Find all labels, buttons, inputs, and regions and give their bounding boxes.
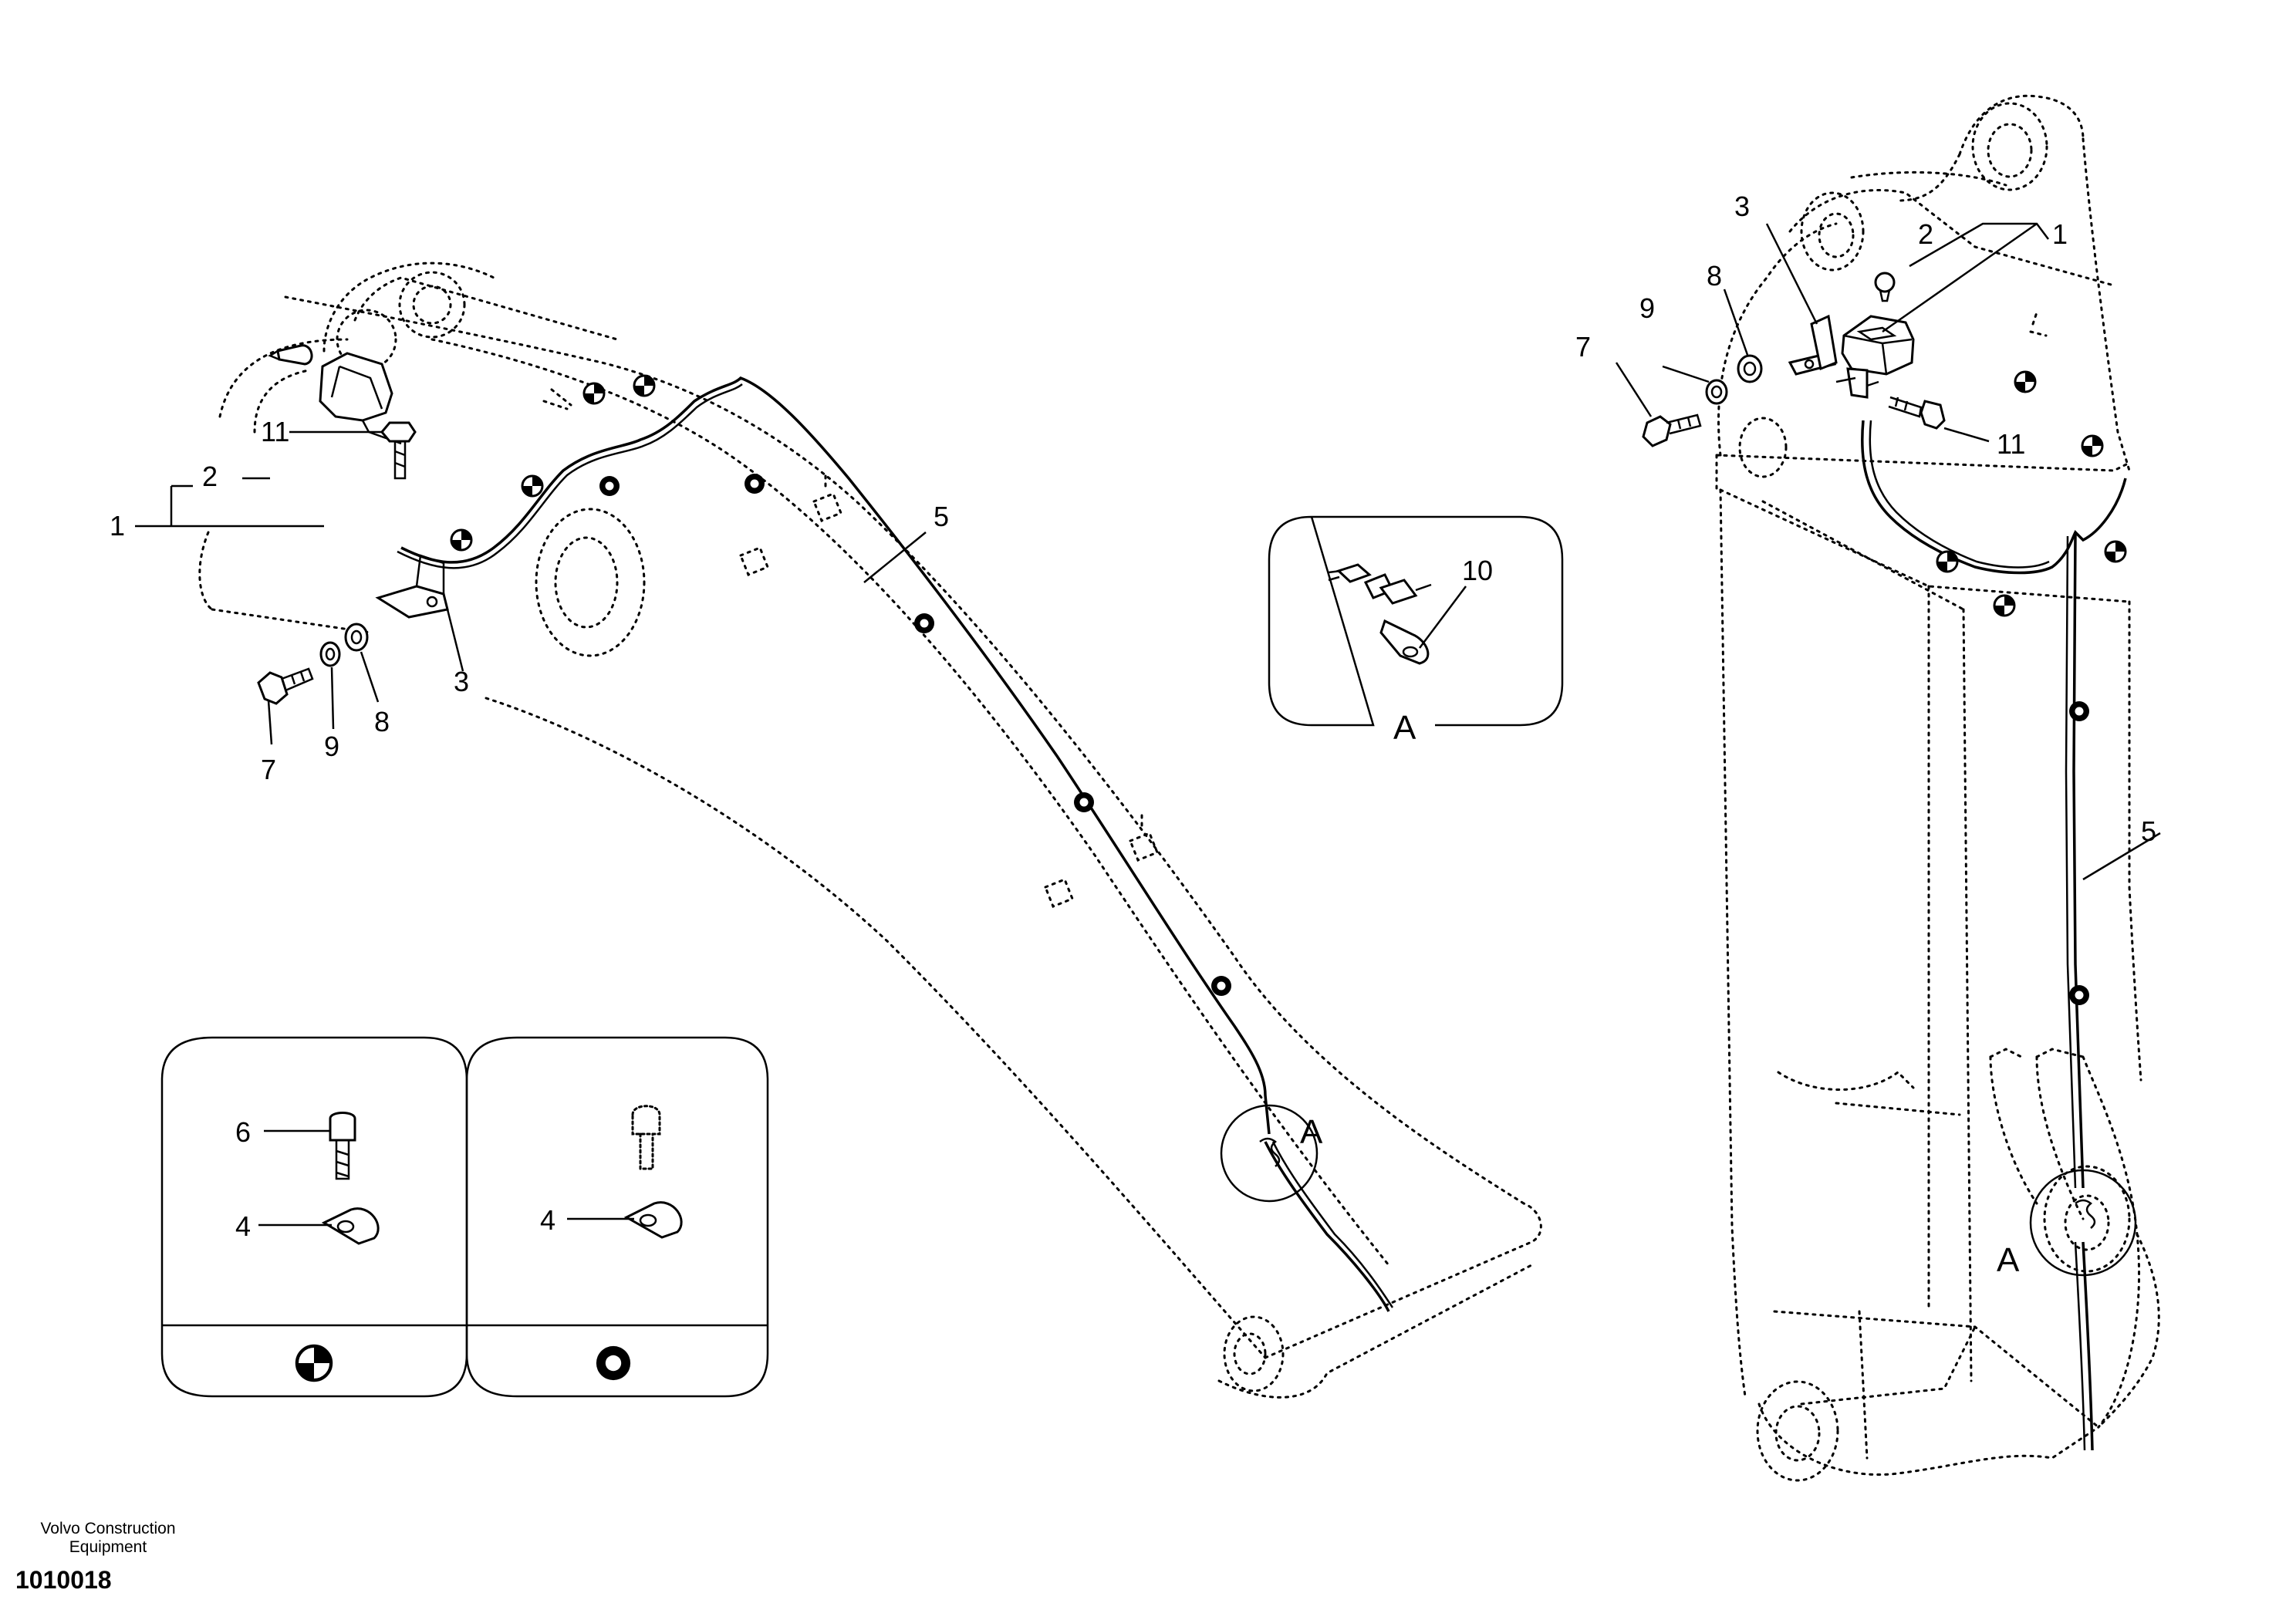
- boom-heel: [198, 262, 495, 634]
- callout-1-right: 1: [2052, 218, 2068, 250]
- callout-5-left: 5: [934, 501, 949, 532]
- bracket-left: [375, 554, 449, 619]
- washer-9-right: [1705, 379, 1728, 405]
- callout-10: 10: [1462, 555, 1493, 586]
- callout-8-right: 8: [1707, 260, 1722, 292]
- legend-panel-1: 6 4: [160, 1036, 468, 1398]
- detail-ref-a-left: A: [1300, 1113, 1323, 1151]
- bolt-11-left: [380, 421, 417, 480]
- arm-outline-left: [1719, 488, 1747, 1398]
- washer-8-right: [1737, 354, 1763, 383]
- bracket-right: [1788, 314, 1838, 376]
- detail-a-label: A: [1393, 709, 1416, 747]
- callout-5-right: 5: [2141, 815, 2156, 847]
- work-light-left: [319, 352, 402, 445]
- boom-left-view: 1 2 11 3 5 7 9 8 A: [110, 262, 1542, 1399]
- brand-line-1: Volvo Construction: [40, 1520, 176, 1537]
- legend-callout-6: 6: [235, 1116, 251, 1148]
- callout-9-right: 9: [1639, 292, 1655, 324]
- detail-ref-a-right: A: [1997, 1241, 2020, 1279]
- washer-8-left: [344, 623, 369, 652]
- callout-3-left: 3: [454, 666, 469, 697]
- bolt-7-left: [257, 667, 314, 705]
- boom-outline-top: [284, 295, 1525, 1205]
- bulb-icon-right: [1874, 272, 1896, 302]
- bolt-7-right: [1642, 413, 1702, 447]
- boom-outline-front: [1264, 1202, 1542, 1359]
- legend-callout-4a: 4: [235, 1210, 251, 1242]
- work-light-right: [1835, 315, 1915, 399]
- callout-2-left: 2: [202, 461, 218, 492]
- legend-panel-2: 4: [465, 1036, 769, 1398]
- cable-harness-left: [400, 376, 1271, 1135]
- callout-7-right: 7: [1575, 331, 1591, 363]
- callout-2-right: 2: [1918, 218, 1933, 250]
- callout-9-left: 9: [324, 731, 339, 762]
- washer-9-left: [319, 641, 341, 667]
- mark-half-filled-icon: [295, 1344, 333, 1382]
- cable-harness-right: [1861, 420, 2127, 575]
- callout-3-right: 3: [1734, 191, 1750, 222]
- legend-callout-4b: 4: [540, 1204, 555, 1236]
- brand-line-2: Equipment: [69, 1538, 147, 1556]
- document-number: 1010018: [15, 1566, 112, 1594]
- arm-right-view: 3 2 1 8 9 7 11 5 A: [1575, 94, 2161, 1482]
- callout-11-left: 11: [261, 416, 289, 447]
- bolt-11-right: [1888, 396, 1946, 430]
- boom-outline-base: [1217, 1264, 1533, 1399]
- detail-a-box: 10 A: [1268, 515, 1564, 747]
- mark-ring-icon: [596, 1345, 631, 1381]
- boom-outline-mid: [430, 338, 1390, 1267]
- callout-1-left: 1: [110, 510, 125, 542]
- bulb-icon-left: [268, 344, 313, 366]
- callout-8-left: 8: [374, 706, 390, 737]
- footer-brand: Volvo Construction Equipment 1010018: [0, 1520, 216, 1595]
- boom-outline-bottom: [485, 697, 1267, 1359]
- callout-11-right: 11: [1997, 428, 2025, 460]
- callout-7-left: 7: [261, 754, 276, 785]
